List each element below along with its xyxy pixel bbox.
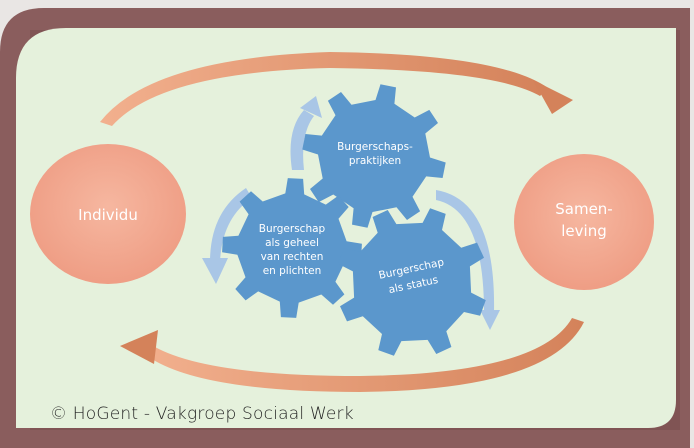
gear-top-label-line1: Burgerschaps- xyxy=(337,141,413,153)
blue-arrow-right xyxy=(436,190,495,312)
gear-right-icon xyxy=(338,208,486,356)
samenleving-label-line2: leving xyxy=(561,222,606,240)
gear-top-icon xyxy=(302,84,446,228)
blue-arrow-left xyxy=(210,188,252,262)
blue-arrow-left-head xyxy=(202,258,228,284)
blue-arrow-up-head xyxy=(300,96,322,118)
gear-left-label-line1: Burgerschap xyxy=(259,223,326,235)
individu-label: Individu xyxy=(78,206,138,224)
diagram-background xyxy=(16,28,676,428)
gear-left-label-line4: en plichten xyxy=(263,265,322,277)
gear-top-label-line2: praktijken xyxy=(349,155,401,167)
bottom-arrow-head xyxy=(120,330,158,364)
blue-arrow-up xyxy=(290,110,314,170)
copyright-text: © HoGent - Vakgroep Sociaal Werk xyxy=(50,404,354,424)
gear-left-label-line3: van rechten xyxy=(261,251,324,263)
samenleving-node xyxy=(514,154,654,290)
top-arrow-head xyxy=(533,80,573,114)
gear-left-label-line2: als geheel xyxy=(265,237,319,249)
blue-arrow-right-head xyxy=(480,310,500,330)
bottom-curved-arrow xyxy=(142,318,584,392)
samenleving-label-line1: Samen- xyxy=(555,200,612,218)
individu-node xyxy=(30,144,186,284)
top-curved-arrow xyxy=(100,52,548,126)
gear-left-icon xyxy=(222,178,362,318)
